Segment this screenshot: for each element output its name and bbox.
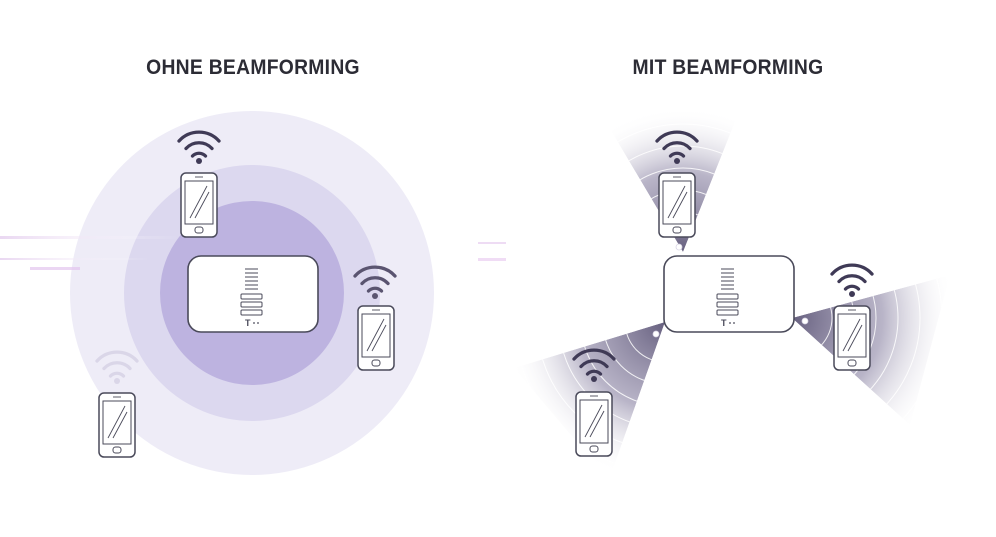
beam-origin-dot bbox=[675, 243, 683, 251]
smartphone-icon bbox=[180, 172, 218, 238]
light-streak bbox=[30, 267, 80, 270]
light-streak bbox=[0, 236, 180, 239]
beam-top bbox=[600, 112, 739, 252]
beam-origin-dot bbox=[652, 330, 660, 338]
wifi-dot bbox=[114, 378, 120, 384]
light-streak bbox=[478, 258, 506, 261]
smartphone-icon bbox=[357, 305, 395, 371]
light-streak bbox=[0, 258, 150, 260]
title-ohne-beamforming: OHNE BEAMFORMING bbox=[146, 56, 360, 79]
wifi-signal-icon bbox=[830, 263, 874, 291]
wifi-dot bbox=[372, 293, 378, 299]
wifi-dot bbox=[591, 376, 597, 382]
beam-origin-dot bbox=[801, 317, 809, 325]
router-icon bbox=[187, 255, 319, 333]
left-panel bbox=[0, 111, 434, 475]
title-mit-beamforming: MIT BEAMFORMING bbox=[632, 56, 824, 79]
smartphone-icon bbox=[575, 391, 613, 457]
wifi-dot bbox=[196, 158, 202, 164]
smartphone-icon bbox=[833, 305, 871, 371]
router-icon bbox=[663, 255, 795, 333]
smartphone-icon bbox=[98, 392, 136, 458]
light-streak bbox=[478, 242, 506, 244]
wifi-dot bbox=[674, 158, 680, 164]
right-panel bbox=[478, 112, 950, 480]
wifi-dot bbox=[849, 291, 855, 297]
smartphone-icon bbox=[658, 172, 696, 238]
